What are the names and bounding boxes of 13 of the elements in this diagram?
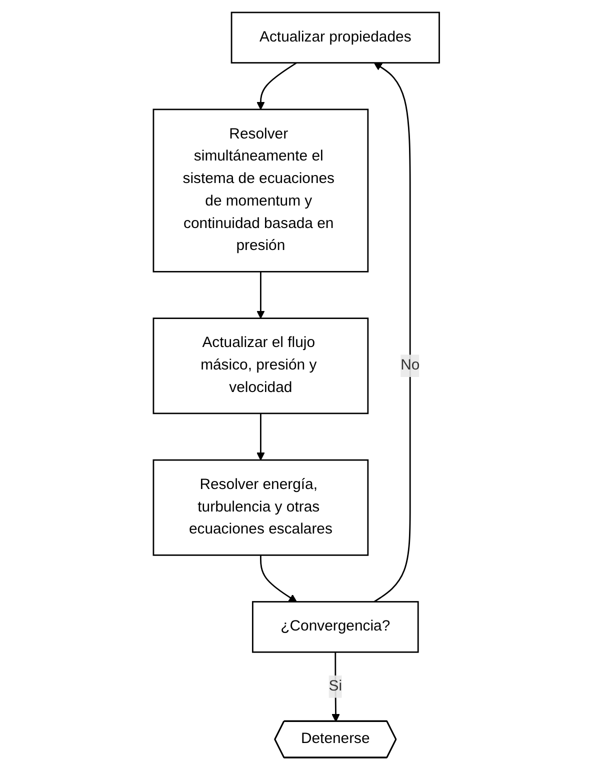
node-box: Actualizar propiedades	[230, 12, 440, 64]
edge-label: Si	[328, 678, 342, 694]
arrow	[260, 555, 297, 602]
edge-label: No	[400, 357, 420, 374]
arrow	[256, 413, 264, 460]
node-box: ¿Convergencia?	[252, 601, 418, 653]
node-box: Resolver energía, turbulencia y otras ecuaciones escalares	[152, 459, 368, 556]
arrow	[373, 62, 410, 602]
node-box: Resolver simultáneamente el sistema de ecuaciones de momentum y continuidad basada en presión	[152, 108, 368, 272]
arrow	[256, 62, 297, 110]
arrow	[331, 652, 340, 722]
node-box: Actualizar el flujo másico, presión y velocidad	[152, 318, 368, 414]
arrow	[256, 272, 264, 319]
